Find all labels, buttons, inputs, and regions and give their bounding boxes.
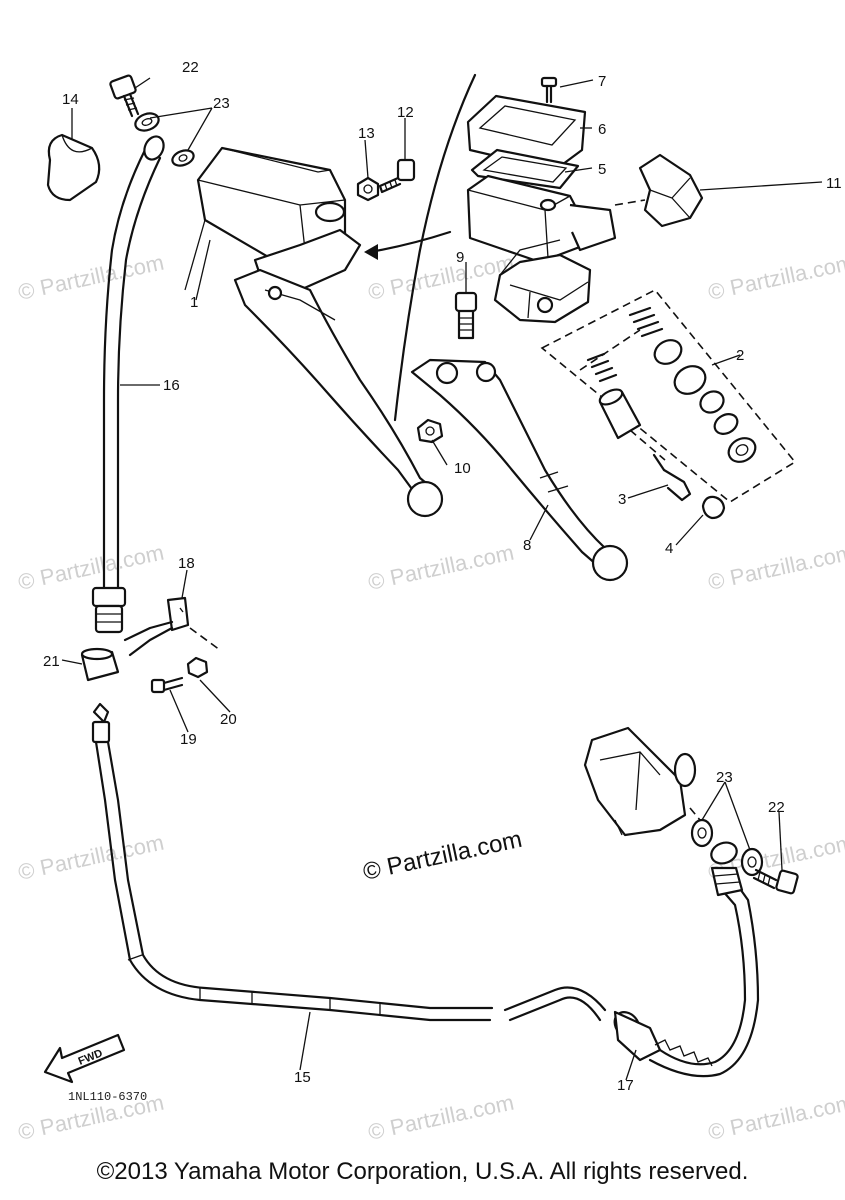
center-watermark: © Partzilla.com: [361, 826, 525, 886]
part-label: 14: [62, 91, 79, 108]
part-label: 10: [454, 460, 471, 477]
part-label: 16: [163, 377, 180, 394]
watermark: © Partzilla.com: [16, 540, 166, 595]
part-label: 3: [618, 491, 626, 508]
part-23-washers-top: [134, 112, 195, 167]
banjo-fitting-bottom: [710, 841, 744, 897]
part-labels: 22 23 14 13 12 7 6 5 11 9 2 1 16 10 3 8 …: [43, 59, 842, 1094]
part-13-nut: [356, 176, 380, 202]
part-label: 11: [826, 175, 842, 192]
part-label: 6: [598, 121, 606, 138]
part-4-boot: [701, 495, 726, 520]
part-label: 1: [190, 294, 198, 311]
fwd-arrow: FWD: [43, 1033, 126, 1084]
part-label: 9: [456, 249, 464, 266]
part-label: 8: [523, 537, 531, 554]
part-label: 7: [598, 73, 606, 90]
watermark: © Partzilla.com: [16, 250, 166, 305]
part-label: 21: [43, 653, 60, 670]
part-2-piston-kit: [540, 288, 797, 503]
part-20-nut: [186, 656, 209, 679]
copyright-notice: ©2013 Yamaha Motor Corporation, U.S.A. A…: [96, 1158, 749, 1185]
watermark: © Partzilla.com: [366, 1090, 516, 1145]
part-1-master-cylinder-left: [184, 146, 444, 518]
watermark: © Partzilla.com: [366, 250, 516, 305]
part-label: 20: [220, 711, 237, 728]
part-label: 19: [180, 731, 197, 748]
part-label: 4: [665, 540, 673, 557]
part-label: 15: [294, 1069, 311, 1086]
part-22-bolt-bottom: [752, 868, 799, 895]
part-label: 17: [617, 1077, 634, 1094]
drawing-code: 1NL110-6370: [68, 1090, 147, 1104]
part-19-bolt: [150, 676, 184, 694]
part-7-screw: [540, 76, 558, 104]
part-3-push-rod: [629, 429, 692, 502]
part-15-lower-hose: [91, 702, 607, 1022]
part-11-bracket: [614, 153, 704, 228]
transfer-arrow: [364, 230, 452, 260]
watermark: © Partzilla.com: [706, 250, 845, 305]
part-label: 22: [182, 59, 199, 76]
watermark: © Partzilla.com: [706, 540, 845, 595]
part-14-boot: [46, 133, 101, 202]
part-label: 13: [358, 125, 375, 142]
part-10-nut: [416, 418, 444, 444]
caliper: [583, 726, 697, 837]
part-label: 23: [213, 95, 230, 112]
watermark: © Partzilla.com: [706, 1090, 845, 1145]
part-label: 5: [598, 161, 606, 178]
part-label: 18: [178, 555, 195, 572]
watermark: © Partzilla.com: [366, 540, 516, 595]
part-label: 23: [716, 769, 733, 786]
part-22-bolt-top: [109, 74, 140, 118]
part-label: 22: [768, 799, 785, 816]
part-label: 12: [397, 104, 414, 121]
part-17-fitting: [613, 884, 760, 1078]
part-21-grommet: [80, 647, 120, 682]
master-cylinder-body-right: [466, 174, 617, 324]
part-18-hose-clamp: [123, 596, 221, 657]
part-8-lever-right: [410, 358, 629, 582]
part-label: 2: [736, 347, 744, 364]
divider-line: [393, 73, 477, 422]
watermark: © Partzilla.com: [16, 830, 166, 885]
leader-lines: [61, 77, 823, 1081]
part-16-upper-hose: [91, 135, 165, 634]
part-12-bolt: [378, 158, 416, 194]
part-9-pivot-bolt: [454, 291, 478, 340]
